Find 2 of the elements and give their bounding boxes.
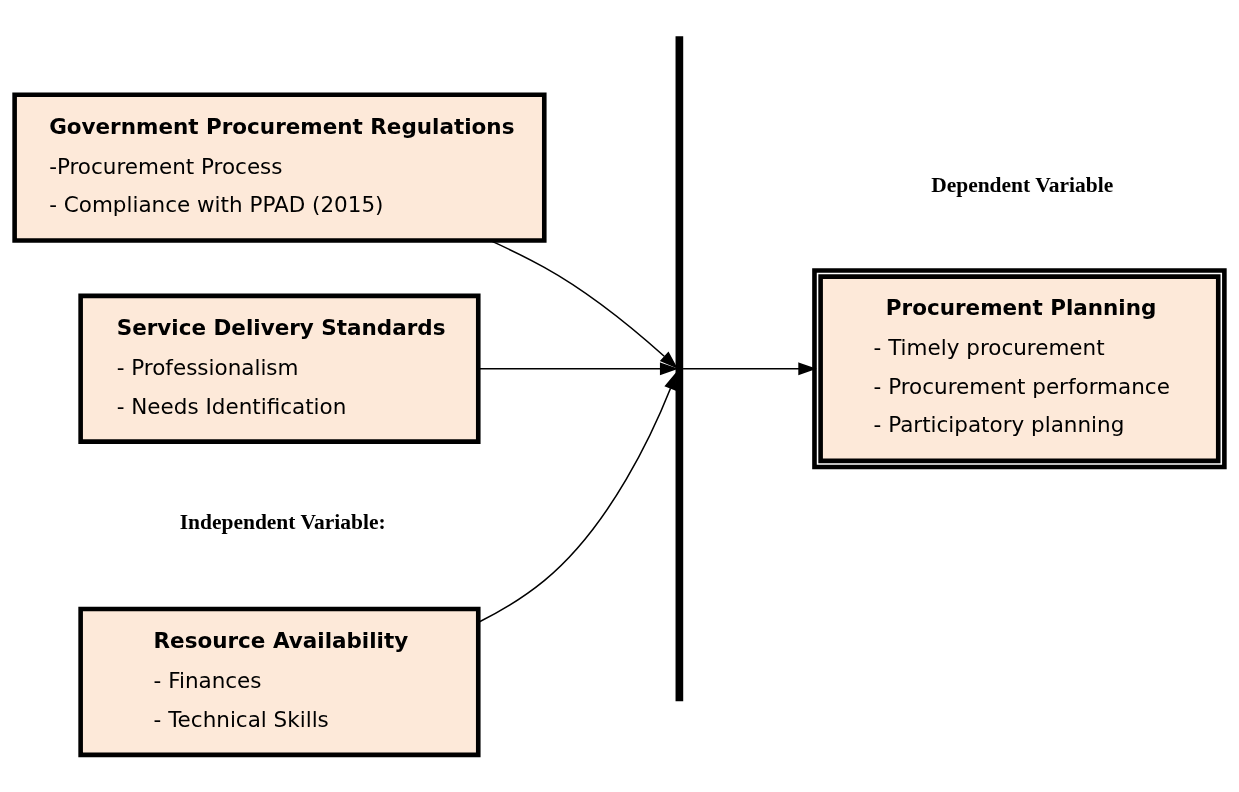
label: Independent Variable: [179, 510, 386, 535]
label: Dependent Variable [931, 172, 1114, 197]
